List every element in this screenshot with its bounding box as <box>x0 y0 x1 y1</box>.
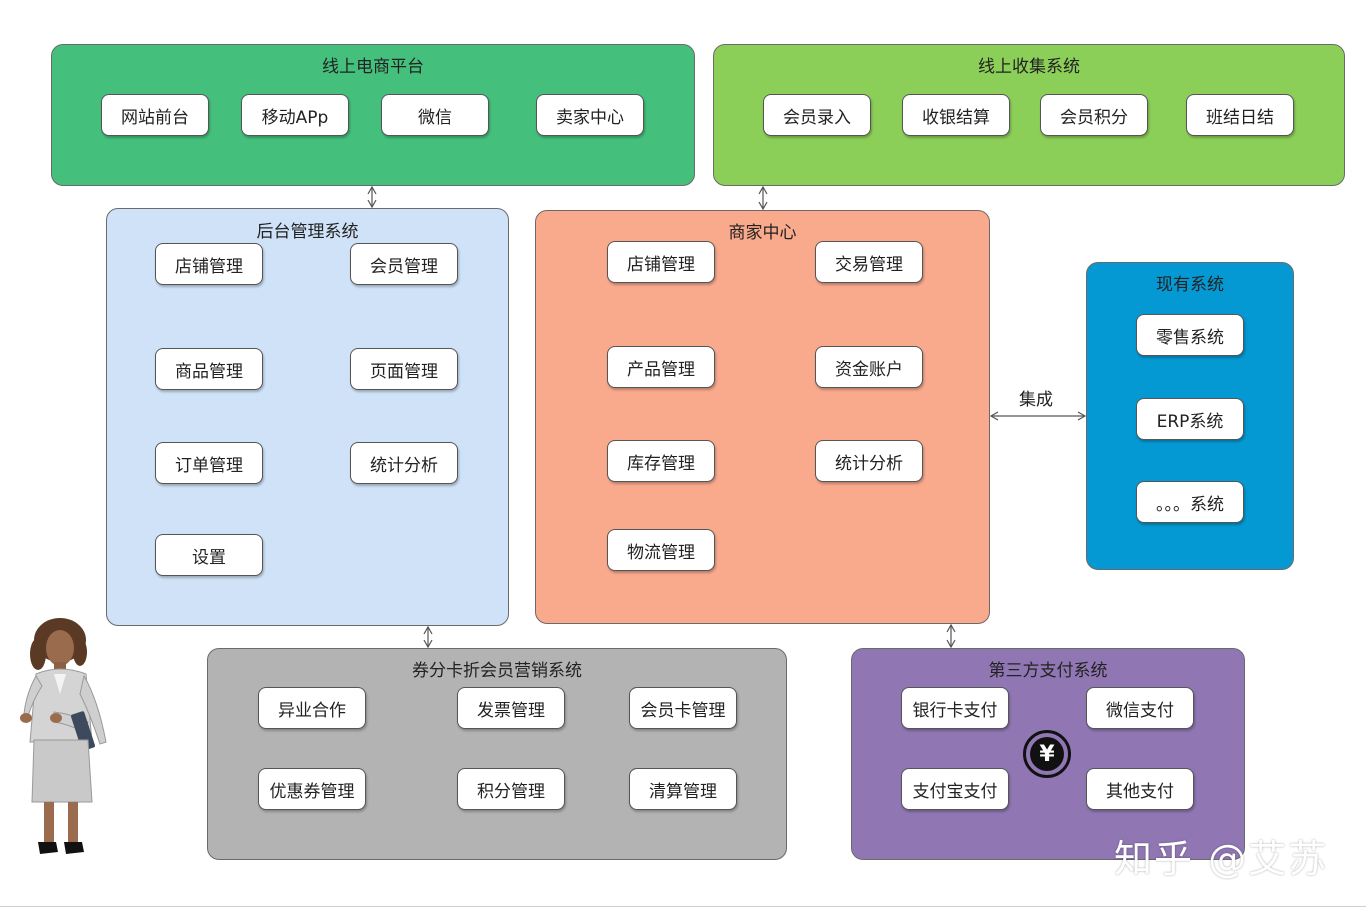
item-erp-system: ERP系统 <box>1136 398 1244 440</box>
item-inventory-management: 库存管理 <box>607 440 715 482</box>
group-title: 后台管理系统 <box>256 222 359 242</box>
item-store-management: 店铺管理 <box>155 243 263 285</box>
item-product-management: 产品管理 <box>607 346 715 388</box>
item-member-points: 会员积分 <box>1040 94 1148 136</box>
group-backend: 后台管理系统 店铺管理 会员管理 商品管理 页面管理 订单管理 统计分析 设置 <box>106 208 509 626</box>
group-title: 现有系统 <box>1156 275 1224 295</box>
item-shift-daily-close: 班结日结 <box>1186 94 1294 136</box>
group-online-collection: 线上收集系统 会员录入 收银结算 会员积分 班结日结 <box>713 44 1345 186</box>
item-points-management: 积分管理 <box>457 768 565 810</box>
item-retail-system: 零售系统 <box>1136 314 1244 356</box>
item-settings: 设置 <box>155 534 263 576</box>
item-transaction-management: 交易管理 <box>815 241 923 283</box>
item-wechat: 微信 <box>381 94 489 136</box>
item-coupon-management: 优惠券管理 <box>258 768 366 810</box>
item-store-management: 店铺管理 <box>607 241 715 283</box>
item-mobile-app: 移动APp <box>241 94 349 136</box>
item-statistics: 统计分析 <box>815 440 923 482</box>
item-clearing-management: 清算管理 <box>629 768 737 810</box>
item-invoice-management: 发票管理 <box>457 687 565 729</box>
item-wechat-pay: 微信支付 <box>1086 687 1194 729</box>
integration-label: 集成 <box>1019 390 1053 410</box>
bottom-divider <box>0 906 1366 907</box>
group-title: 商家中心 <box>728 223 797 243</box>
group-title: 线上收集系统 <box>978 57 1080 77</box>
item-statistics: 统计分析 <box>350 442 458 484</box>
group-marketing: 券分卡折会员营销系统 异业合作 发票管理 会员卡管理 优惠券管理 积分管理 清算… <box>207 648 787 860</box>
item-other-system: 。。。系统 <box>1136 481 1244 523</box>
item-seller-center: 卖家中心 <box>536 94 644 136</box>
item-bank-card-payment: 银行卡支付 <box>901 687 1009 729</box>
businesswoman-figure <box>20 618 107 854</box>
item-cross-industry-cooperation: 异业合作 <box>258 687 366 729</box>
group-merchant-center: 商家中心 店铺管理 交易管理 产品管理 资金账户 库存管理 统计分析 物流管理 <box>535 210 990 624</box>
group-title: 第三方支付系统 <box>988 661 1108 681</box>
item-logistics-management: 物流管理 <box>607 529 715 571</box>
item-alipay: 支付宝支付 <box>901 768 1009 810</box>
item-member-entry: 会员录入 <box>763 94 871 136</box>
item-member-card-management: 会员卡管理 <box>629 687 737 729</box>
group-existing-systems: 现有系统 零售系统 ERP系统 。。。系统 <box>1086 262 1294 570</box>
item-order-management: 订单管理 <box>155 442 263 484</box>
item-page-management: 页面管理 <box>350 348 458 390</box>
item-member-management: 会员管理 <box>350 243 458 285</box>
item-fund-account: 资金账户 <box>815 346 923 388</box>
watermark: 知乎 @艾苏 <box>1114 837 1329 881</box>
yen-coin-icon: ¥ <box>1023 730 1071 778</box>
group-title: 线上电商平台 <box>322 57 424 77</box>
group-online-ecommerce: 线上电商平台 网站前台 移动APp 微信 卖家中心 <box>51 44 695 186</box>
item-website-frontend: 网站前台 <box>101 94 209 136</box>
item-other-payment: 其他支付 <box>1086 768 1194 810</box>
item-checkout-settlement: 收银结算 <box>902 94 1010 136</box>
item-product-management: 商品管理 <box>155 348 263 390</box>
group-title: 券分卡折会员营销系统 <box>412 661 582 681</box>
